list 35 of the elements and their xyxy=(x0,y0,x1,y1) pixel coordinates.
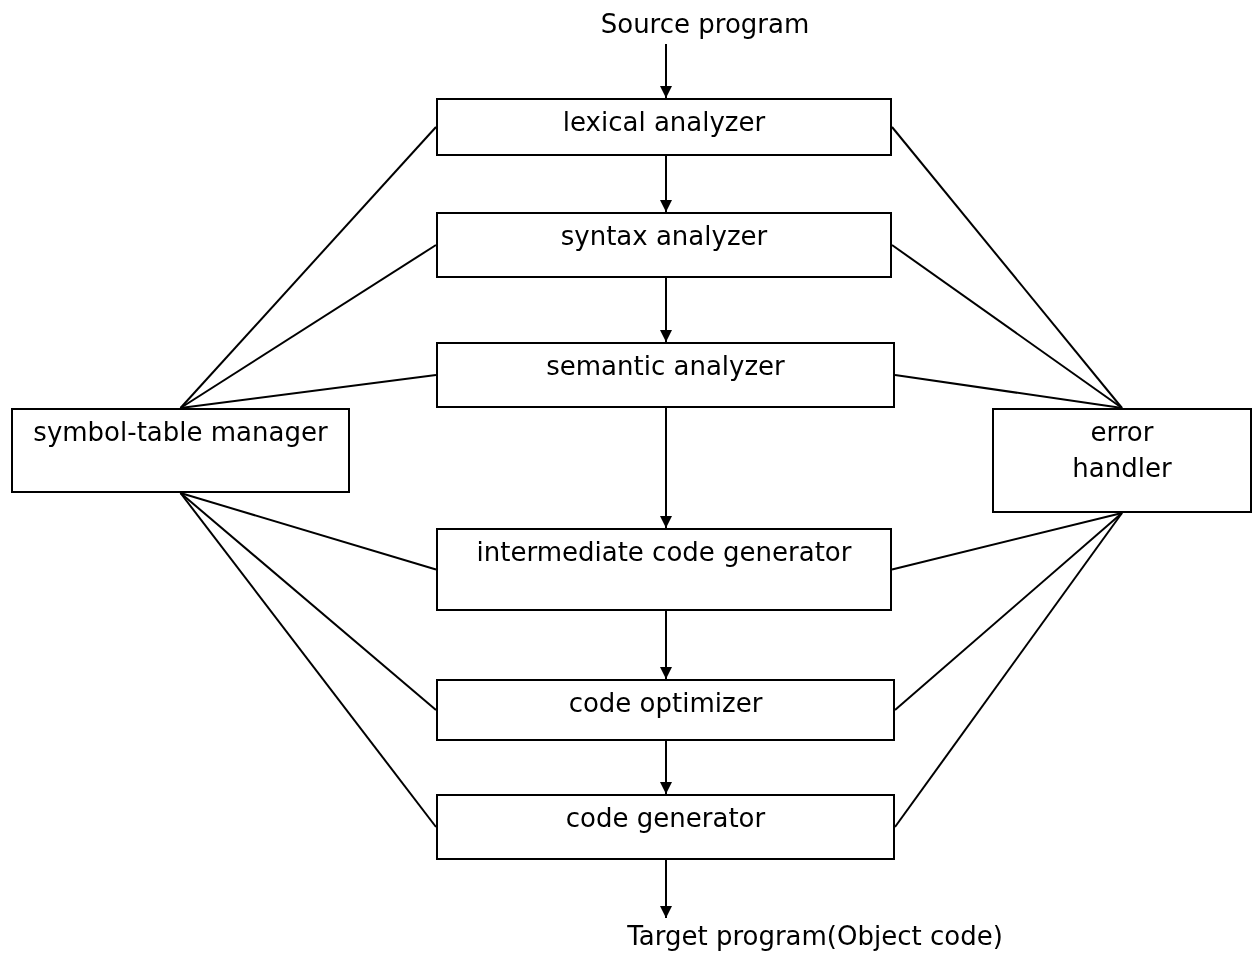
connector-line xyxy=(179,126,437,409)
arrow xyxy=(660,155,672,213)
arrow xyxy=(660,407,672,529)
connector-line xyxy=(894,512,1123,828)
process-box xyxy=(436,794,895,860)
io-label: Target program(Object code) xyxy=(627,920,1003,953)
arrow xyxy=(660,43,672,99)
connector-line xyxy=(179,374,437,409)
box-label: semantic analyzer xyxy=(546,350,785,383)
arrow xyxy=(660,859,672,919)
process-box xyxy=(992,408,1252,513)
connector-line xyxy=(179,492,437,711)
process-box xyxy=(436,212,892,278)
io-label: Source program xyxy=(600,8,810,41)
box-label: error handler xyxy=(1071,416,1173,485)
connector-line xyxy=(894,374,1123,409)
process-box xyxy=(11,408,350,493)
arrow xyxy=(660,740,672,795)
arrow xyxy=(660,277,672,343)
box-label: syntax analyzer xyxy=(560,220,768,253)
box-label: symbol-table manager xyxy=(33,416,328,449)
connector-line xyxy=(891,126,1123,409)
connector-line xyxy=(179,244,437,409)
process-box xyxy=(436,342,895,408)
box-label: intermediate code generator xyxy=(476,536,852,569)
process-box xyxy=(436,98,892,156)
process-box xyxy=(436,528,892,611)
process-box xyxy=(436,679,895,741)
box-label: code optimizer xyxy=(568,687,763,720)
box-label: lexical analyzer xyxy=(562,106,766,139)
connector-line xyxy=(894,512,1123,711)
connector-line xyxy=(891,244,1123,409)
box-label: code generator xyxy=(565,802,766,835)
connector-line xyxy=(179,492,437,828)
arrow xyxy=(660,610,672,680)
